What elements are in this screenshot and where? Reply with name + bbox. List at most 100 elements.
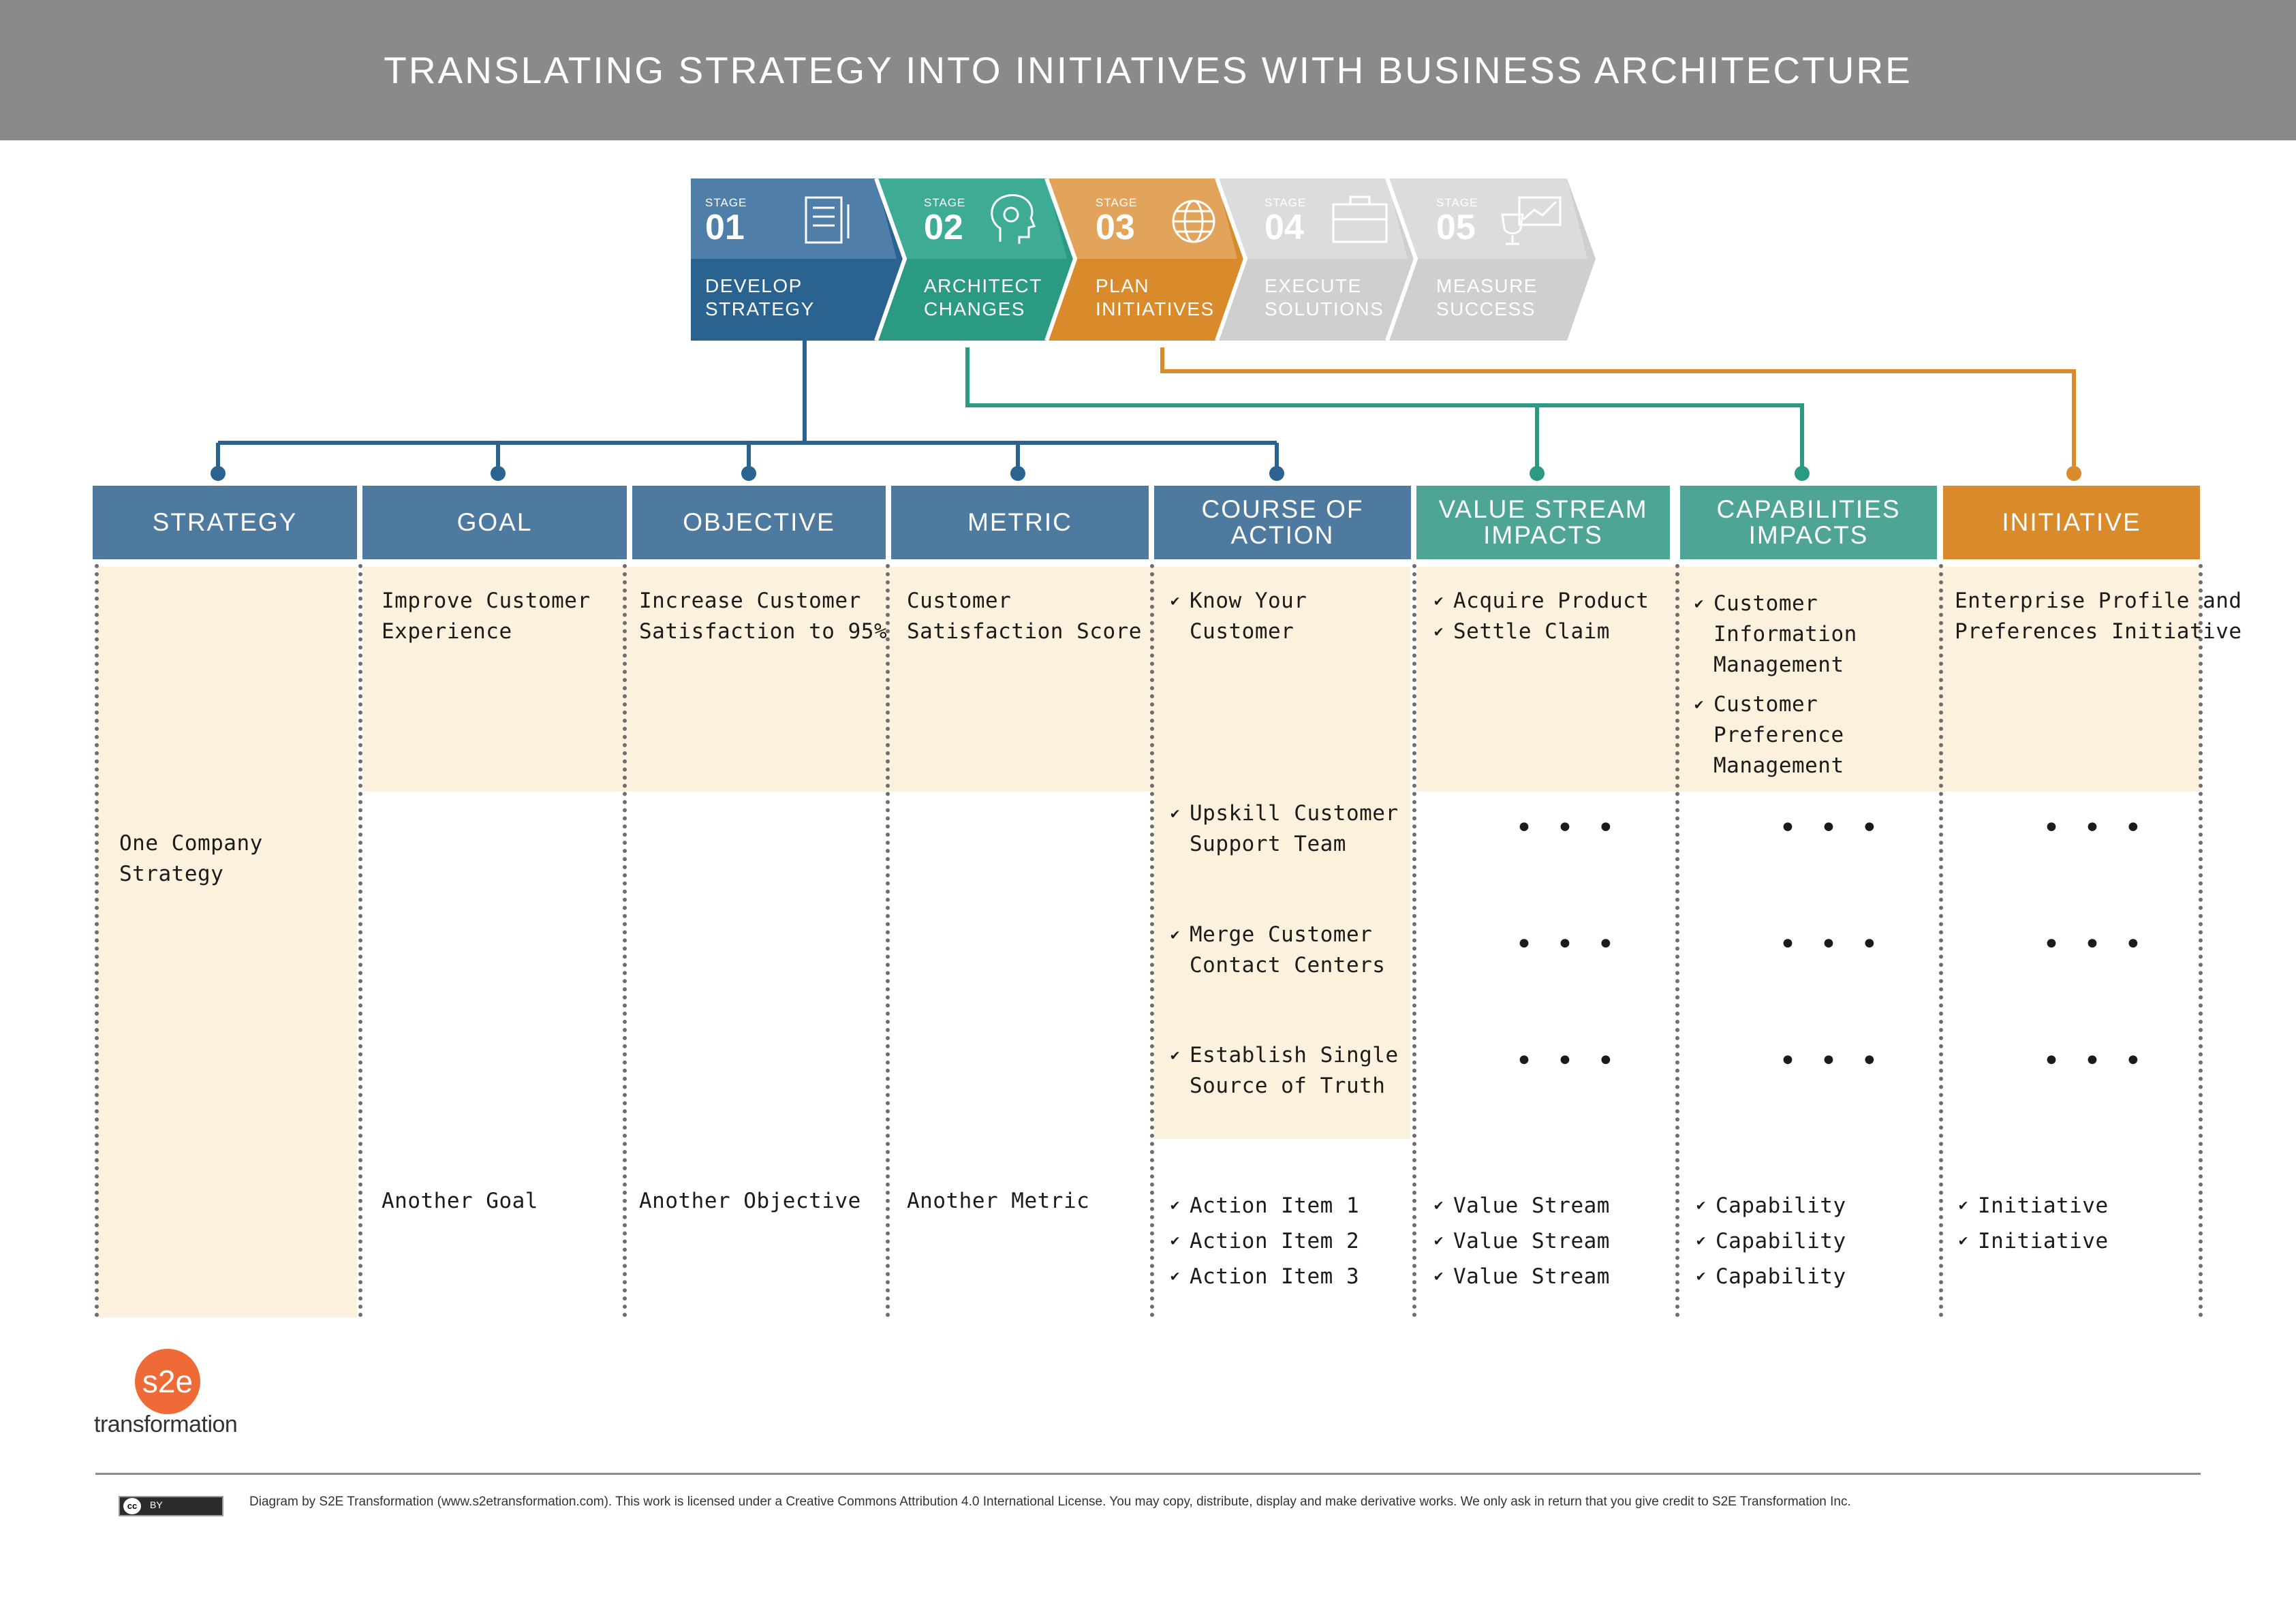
briefcase-icon [1332, 196, 1388, 243]
strategy-highlight [97, 567, 357, 1317]
logo-mark: s2e [135, 1349, 200, 1414]
stage-3-name: PLAN INITIATIVES [1096, 275, 1215, 321]
stage-1-label: STAGE [705, 196, 747, 209]
ellipsis: • • • [1515, 927, 1622, 962]
header-metric: METRIC [891, 486, 1149, 559]
capability-line2: Preference [1713, 723, 1844, 747]
value-stream-item: Value Stream [1434, 1259, 1610, 1294]
action-item-list: Action Item 1 Action Item 2 Action Item … [1170, 1188, 1359, 1294]
logo-mark-text: s2e [142, 1364, 193, 1399]
course-of-action-item-line1: Merge Customer [1170, 920, 1385, 950]
course-of-action-item-line2: Contact Centers [1190, 953, 1386, 978]
header-capabilities-line1: CAPABILITIES [1716, 495, 1901, 523]
stage-5-number: 05 [1436, 208, 1476, 247]
column-divider [2199, 564, 2203, 1317]
stage-1-name-line1: DEVELOP [705, 275, 803, 296]
by-label: BY [150, 1499, 163, 1510]
goal-line1: Improve Customer [382, 589, 591, 613]
stage-5-name-line1: MEASURE [1436, 275, 1538, 296]
stage-2-name: ARCHITECT CHANGES [924, 275, 1042, 321]
metric-line2: Satisfaction Score [907, 619, 1142, 644]
another-metric: Another Metric [907, 1189, 1090, 1213]
initiative-cell: Enterprise Profile and Preferences Initi… [1955, 586, 2242, 647]
capability-item: Capability [1696, 1259, 1846, 1294]
initiative-line2: Preferences Initiative [1955, 619, 2242, 644]
column-divider [886, 564, 890, 1317]
footer-license-text: Diagram by S2E Transformation (www.s2etr… [249, 1495, 1851, 1509]
course-of-action-item-line2: Support Team [1190, 832, 1346, 856]
trophy-chart-icon [1501, 196, 1562, 245]
stage-5-name: MEASURE SUCCESS [1436, 275, 1538, 321]
course-of-action-item-line1: Know Your [1170, 586, 1307, 616]
stage-3-number: 03 [1096, 208, 1135, 247]
header-value-stream: VALUE STREAM IMPACTS [1416, 486, 1670, 559]
header-value-stream-line1: VALUE STREAM [1438, 495, 1648, 523]
header-initiative: INITIATIVE [1943, 486, 2200, 559]
ellipsis: • • • [1779, 1044, 1885, 1078]
stage-1-name: DEVELOP STRATEGY [705, 275, 815, 321]
ellipsis: • • • [1779, 927, 1885, 962]
column-divider [358, 564, 362, 1317]
another-goal: Another Goal [382, 1189, 538, 1213]
stage-3-name-line2: INITIATIVES [1096, 298, 1215, 319]
value-stream-more: Value Stream Value Stream Value Stream [1434, 1188, 1610, 1294]
capability-line2: Information [1713, 622, 1857, 646]
header-capabilities-line2: IMPACTS [1748, 521, 1869, 549]
header-objective: OBJECTIVE [632, 486, 886, 559]
s2e-logo: s2e transformation [94, 1349, 258, 1444]
stage-1-name-line2: STRATEGY [705, 298, 815, 319]
initiative-connector [1160, 347, 2076, 473]
stage-3-badge: STAGE 03 [1096, 196, 1137, 245]
strategy-cell: One Company Strategy [119, 828, 263, 890]
value-stream-item: Value Stream [1434, 1188, 1610, 1223]
initiative-line1: Enterprise Profile and [1955, 589, 2242, 613]
header-course-of-action-line2: ACTION [1230, 521, 1335, 549]
action-item: Action Item 3 [1170, 1259, 1359, 1294]
goal-line2: Experience [382, 619, 512, 644]
column-divider [1675, 564, 1679, 1317]
course-of-action-item: Merge Customer Contact Centers [1170, 920, 1385, 981]
architect-connector [965, 347, 1804, 473]
capability-line3: Management [1713, 753, 1844, 778]
ellipsis: • • • [1515, 1044, 1622, 1078]
stage-1-badge: STAGE 01 [705, 196, 747, 245]
action-item: Action Item 1 [1170, 1188, 1359, 1223]
stage-2-label: STAGE [924, 196, 966, 209]
value-stream-item: Value Stream [1434, 1223, 1610, 1259]
column-divider [1412, 564, 1416, 1317]
strategy-line1: One Company [119, 831, 263, 856]
document-icon [805, 196, 850, 244]
header-course-of-action: COURSE OF ACTION [1154, 486, 1411, 559]
title-bar: TRANSLATING STRATEGY INTO INITIATIVES WI… [0, 0, 2296, 140]
capability-item: Customer Information Management [1694, 589, 1857, 681]
course-of-action-item-line2: Source of Truth [1190, 1074, 1386, 1098]
globe-icon [1172, 200, 1215, 243]
value-stream-list: Acquire Product Settle Claim [1434, 586, 1649, 647]
course-of-action-item: Establish Single Source of Truth [1170, 1040, 1399, 1102]
course-of-action-item-line1: Establish Single [1170, 1040, 1399, 1071]
course-of-action-item: Upskill Customer Support Team [1170, 798, 1399, 860]
objective-cell: Increase Customer Satisfaction to 95% [639, 586, 887, 647]
header-goal: GOAL [362, 486, 627, 559]
stage-4-name: EXECUTE SOLUTIONS [1265, 275, 1384, 321]
header-capabilities: CAPABILITIES IMPACTS [1680, 486, 1937, 559]
stage-5-name-line2: SUCCESS [1436, 298, 1536, 319]
strategy-line2: Strategy [119, 862, 224, 886]
header-strategy: STRATEGY [93, 486, 357, 559]
stage-3-label: STAGE [1096, 196, 1138, 209]
stage-4-name-line1: EXECUTE [1265, 275, 1362, 296]
cc-by-license-badge: cc BY [119, 1496, 223, 1516]
goal-cell: Improve Customer Experience [382, 586, 591, 647]
another-objective: Another Objective [639, 1189, 861, 1213]
capability-more: Capability Capability Capability [1696, 1188, 1846, 1294]
value-stream-item: Settle Claim [1434, 616, 1649, 647]
header-value-stream-line2: IMPACTS [1483, 521, 1603, 549]
initiative-item: Initiative [1959, 1223, 2109, 1259]
capability-line3: Management [1713, 653, 1844, 677]
stage-3-name-line1: PLAN [1096, 275, 1150, 296]
initiative-more: Initiative Initiative [1959, 1188, 2109, 1259]
stage-4-label: STAGE [1265, 196, 1307, 209]
stage-1-number: 01 [705, 208, 745, 247]
column-divider [95, 564, 99, 1317]
